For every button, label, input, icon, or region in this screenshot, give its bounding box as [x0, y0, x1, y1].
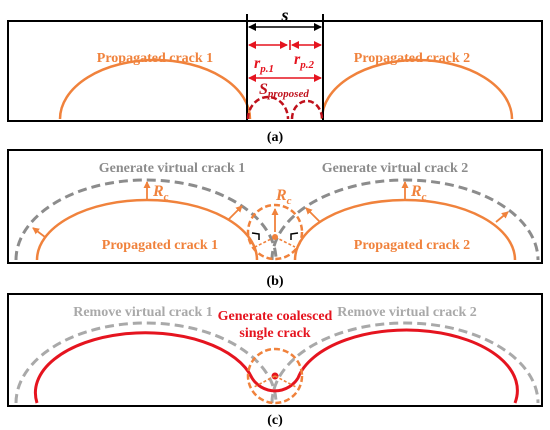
panel-b-offset-arrow-3	[32, 227, 46, 238]
panel-b-center-to-left	[254, 236, 276, 248]
panel-b-offset-arrow-2	[227, 205, 243, 221]
panel-a-caption: (a)	[267, 130, 284, 145]
panel-a-rp2-label: rp.2	[294, 51, 314, 71]
panel-b-right-angle-left	[251, 232, 260, 240]
panel-b: Rc Rc Rc Generate virtual crack 1 Genera…	[7, 149, 543, 289]
panel-c-removed-virtual-crack-2	[270, 321, 540, 404]
panel-c: Remove virtual crack 1 Remove virtual cr…	[7, 293, 543, 428]
panel-c-center-to-right	[274, 375, 297, 388]
panel-c-center-to-left	[253, 375, 276, 388]
panel-a-frame	[7, 20, 543, 122]
panel-b-right-angle-right	[290, 232, 299, 240]
panel-c-remove-virtual-2-label: Remove virtual crack 2	[337, 305, 477, 320]
panel-a: Propagated crack 1 Propagated crack 2 s …	[7, 5, 543, 145]
panel-c-caption: (c)	[267, 413, 283, 428]
panel-c-coalesced-crack	[33, 328, 519, 404]
panel-a-crack-2-label: Propagated crack 2	[354, 51, 470, 66]
panel-c-frame	[7, 293, 543, 407]
panel-b-offset-arrow-5	[305, 207, 321, 223]
panel-c-coalesced-line-1: Generate coalesced	[218, 309, 333, 324]
panel-a-proposed-zone-1	[246, 95, 290, 120]
panel-a-s-proposed-label: Sproposed	[259, 81, 309, 100]
panel-b-crack-2-label: Propagated crack 2	[354, 238, 470, 253]
panel-b-virtual-crack-1	[14, 178, 278, 261]
panel-b-caption: (b)	[266, 274, 283, 289]
panel-b-center-to-right	[274, 236, 296, 248]
panel-b-rc-center-label: Rc	[275, 187, 292, 207]
panel-c-coalescence-circle	[246, 347, 304, 405]
panel-b-coalescence-circle	[246, 203, 304, 261]
panel-a-crack-2	[320, 58, 514, 120]
panel-a-proposed-zone-2	[290, 99, 324, 120]
panel-c-remove-virtual-1-label: Remove virtual crack 1	[73, 305, 213, 320]
panel-c-coalesced-line-2: single crack	[239, 326, 310, 341]
panel-b-virtual-crack-2	[270, 178, 540, 261]
panel-a-crack-1-label: Propagated crack 1	[97, 51, 213, 66]
panel-a-crack-1	[58, 58, 252, 120]
panel-b-virtual-crack-2-label: Generate virtual crack 2	[322, 161, 469, 176]
panel-b-crack-1-label: Propagated crack 1	[102, 238, 218, 253]
panel-b-virtual-crack-1-label: Generate virtual crack 1	[99, 161, 246, 176]
panel-b-offset-arrow-6	[495, 211, 509, 223]
panel-c-removed-virtual-crack-1	[14, 321, 278, 404]
panel-a-s-label: s	[280, 5, 288, 25]
panel-b-rc-left-label: Rc	[152, 183, 169, 203]
panel-a-rp1-label: rp.1	[254, 55, 274, 75]
panel-b-frame	[7, 149, 543, 264]
panel-b-rc-right-label: Rc	[410, 183, 427, 203]
